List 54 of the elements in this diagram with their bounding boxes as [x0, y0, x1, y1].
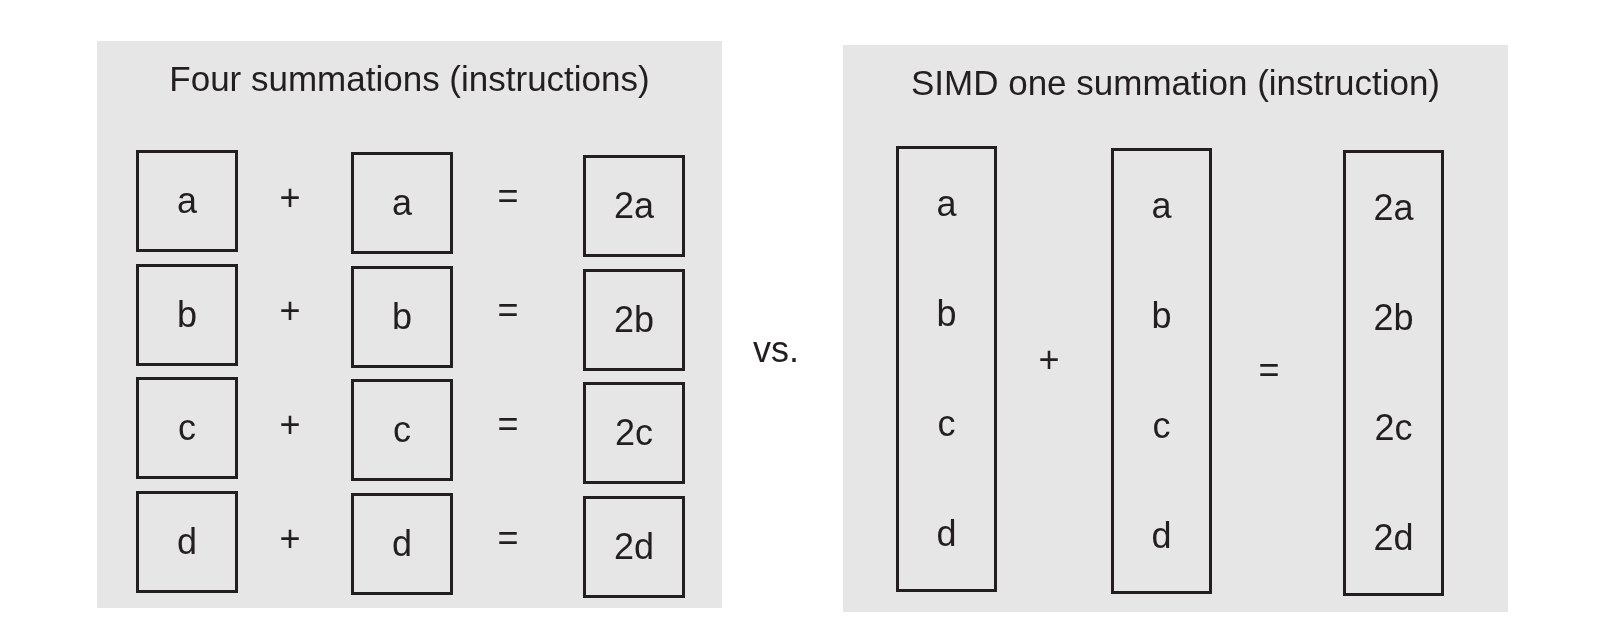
operator-symbol: =	[497, 517, 519, 559]
value-text: a	[936, 183, 957, 225]
operator-symbol: +	[279, 518, 301, 560]
value-text: a	[177, 180, 197, 222]
value-text: c	[937, 403, 956, 445]
value-text: b	[1151, 295, 1172, 337]
operator-symbol: =	[497, 175, 519, 217]
value-box	[351, 493, 453, 595]
panel-background	[843, 45, 1508, 612]
panel-title: SIMD one summation (instruction)	[909, 63, 1442, 103]
value-box	[583, 496, 685, 598]
value-box	[896, 146, 997, 592]
operator-symbol: +	[279, 177, 301, 219]
value-text: 2c	[615, 412, 653, 454]
value-text: c	[178, 407, 196, 449]
operator-symbol: =	[497, 289, 519, 331]
value-box	[351, 266, 453, 368]
value-text: c	[1152, 405, 1171, 447]
panel-background	[97, 41, 722, 608]
value-text: d	[1151, 515, 1172, 557]
value-box	[1343, 150, 1444, 596]
value-box	[583, 269, 685, 371]
value-box	[136, 264, 238, 366]
value-text: d	[392, 523, 412, 565]
value-text: d	[936, 513, 957, 555]
value-text: 2a	[1373, 187, 1414, 229]
value-text: 2b	[1373, 297, 1414, 339]
operator-symbol: =	[1258, 349, 1280, 391]
value-text: 2c	[1374, 407, 1413, 449]
operator-symbol: =	[497, 403, 519, 445]
value-text: 2d	[1373, 517, 1414, 559]
value-text: a	[392, 182, 412, 224]
value-text: a	[1151, 185, 1172, 227]
value-text: 2a	[613, 185, 654, 227]
value-box	[351, 379, 453, 481]
operator-symbol: +	[279, 290, 301, 332]
value-text: c	[393, 409, 411, 451]
operator-symbol: +	[279, 404, 301, 446]
comparison-text: vs.	[753, 329, 799, 371]
value-text: b	[936, 293, 957, 335]
value-box	[351, 152, 453, 254]
value-box	[1111, 148, 1212, 594]
operator-symbol: +	[1038, 339, 1060, 381]
value-box	[136, 377, 238, 479]
value-text: b	[177, 294, 197, 336]
value-text: 2d	[613, 526, 654, 568]
value-text: b	[392, 296, 412, 338]
value-box	[583, 382, 685, 484]
value-box	[583, 155, 685, 257]
value-text: d	[177, 521, 197, 563]
panel-title: Four summations (instructions)	[168, 59, 651, 99]
value-box	[136, 491, 238, 593]
value-text: 2b	[613, 299, 654, 341]
value-box	[136, 150, 238, 252]
